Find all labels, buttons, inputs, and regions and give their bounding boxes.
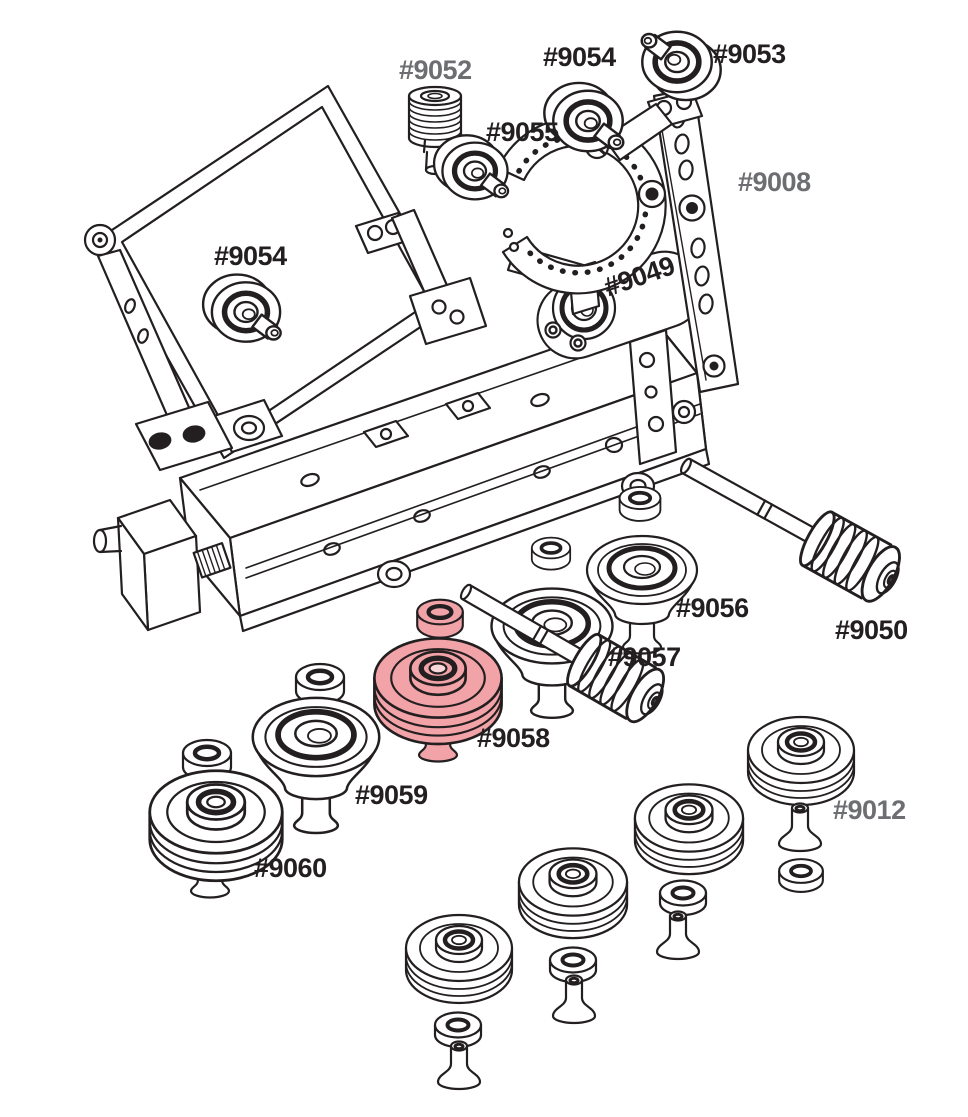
main-body bbox=[92, 313, 711, 633]
linkage-left bbox=[134, 398, 284, 472]
bracket-right bbox=[408, 276, 488, 346]
part-label-9008: #9008 bbox=[738, 167, 811, 197]
spacer-above-9056 bbox=[617, 485, 663, 523]
part-9008-arm bbox=[652, 86, 740, 394]
part-label-9057: #9057 bbox=[608, 642, 681, 672]
part-9057-shaft bbox=[459, 583, 675, 731]
part-label-9059: #9059 bbox=[355, 780, 428, 810]
part-label-9053: #9053 bbox=[713, 39, 786, 69]
part-label-9055: #9055 bbox=[486, 117, 559, 147]
part-9050-shaft bbox=[679, 457, 912, 610]
part-label-9052: #9052 bbox=[399, 55, 472, 85]
part-label-9058: #9058 bbox=[477, 723, 550, 753]
spacer-small bbox=[529, 535, 573, 572]
part-label-9054-top: #9054 bbox=[543, 42, 616, 72]
part-label-9012: #9012 bbox=[833, 795, 906, 825]
part-9058-washer-highlighted bbox=[417, 600, 463, 638]
part-label-9056: #9056 bbox=[676, 593, 749, 623]
part-label-9050: #9050 bbox=[835, 615, 908, 645]
part-label-9060: #9060 bbox=[254, 853, 327, 883]
part-label-9054-left: #9054 bbox=[214, 241, 287, 271]
